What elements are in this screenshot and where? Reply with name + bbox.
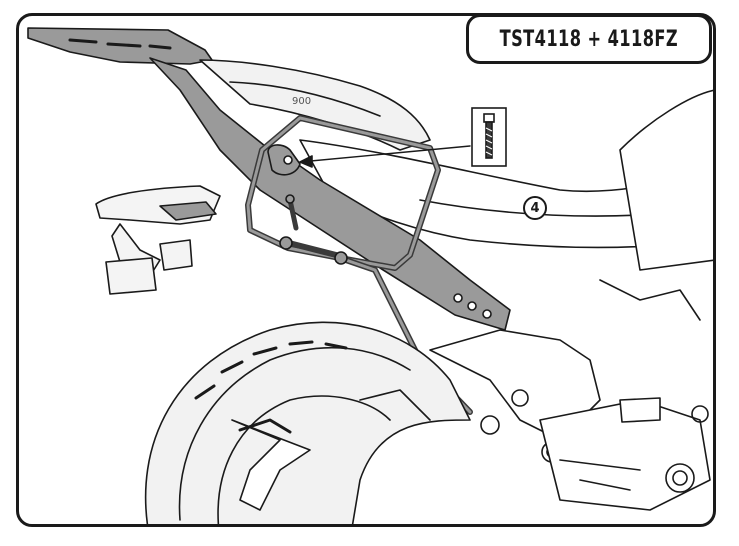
callout-4: 4 [523,196,547,220]
screw-icon [483,113,495,159]
part-number-box: TST4118 + 4118FZ [466,14,712,64]
license-plate-bracket [105,257,157,295]
cowl-badge: 900 [292,96,311,107]
screw-detail [471,107,507,167]
footpeg-bracket [429,329,601,441]
wheel-rim [217,395,391,524]
callout-label: 4 [530,200,540,216]
grab-rail [149,57,511,331]
part-number-title: TST4118 + 4118FZ [499,26,679,52]
rear-tyre [144,321,471,524]
